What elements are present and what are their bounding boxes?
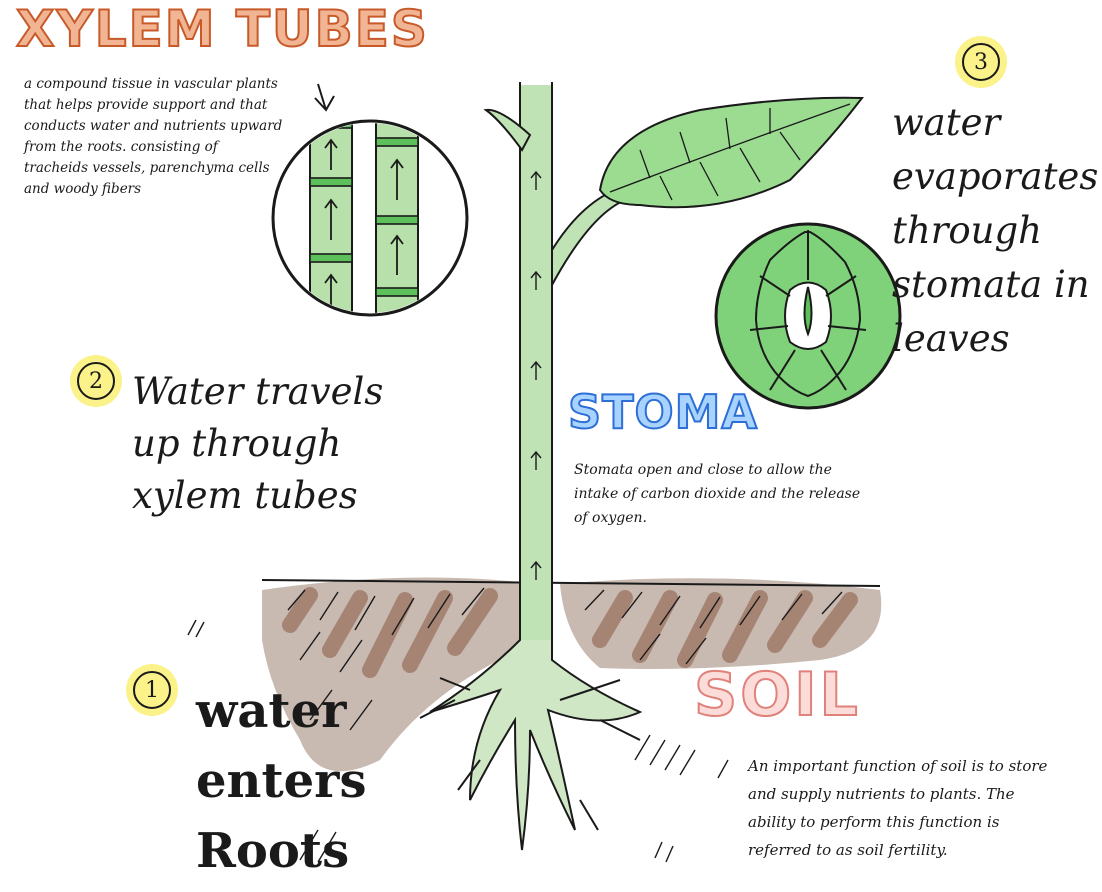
step-2-text: Water travels up through xylem tubes — [132, 370, 384, 517]
step-2-number: 2 — [77, 362, 115, 400]
step-3-number: 3 — [962, 43, 1000, 81]
step-3-text: water evaporates through stomata in leav… — [892, 101, 1099, 360]
leaf — [598, 96, 864, 209]
step-2-number-badge: 2 — [70, 355, 122, 407]
step-1-number-badge: 1 — [126, 664, 178, 716]
step-1-text: water enters Roots — [196, 683, 367, 879]
step-1-number: 1 — [133, 671, 171, 709]
roots — [419, 599, 643, 851]
xylem-description: a compound tissue in vascular plants tha… — [24, 76, 283, 197]
xylem-tubes-title: XYLEM TUBES — [15, 0, 429, 59]
soil-layer — [187, 577, 882, 863]
stoma-description: Stomata open and close to allow the inta… — [574, 462, 861, 526]
soil-title: SOIL — [693, 659, 861, 731]
stoma-zoom-circle — [714, 222, 902, 410]
soil-description: An important function of soil is to stor… — [748, 757, 1048, 859]
step-3-number-badge: 3 — [955, 36, 1007, 88]
xylem-zoom-circle — [271, 83, 469, 317]
stoma-title: STOMA — [567, 384, 758, 440]
stem — [483, 82, 627, 640]
